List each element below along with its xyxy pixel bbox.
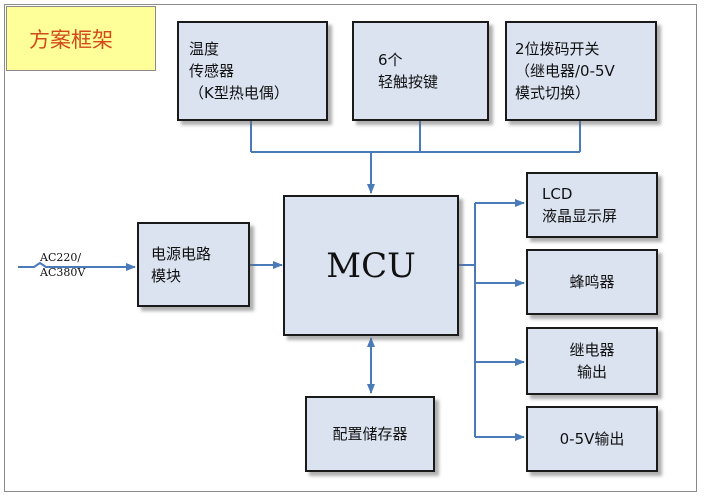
relay-output-line2: 输出 — [576, 363, 607, 381]
ac-input-line1: AC220/ — [40, 251, 82, 264]
temp-sensor-line1: 温度 — [189, 40, 220, 58]
analog-output-block: 0-5V输出 — [526, 406, 658, 472]
mcu-label: MCU — [326, 245, 416, 286]
ac-input-label: AC220/ AC380V — [40, 250, 85, 280]
lcd-block: LCD 液晶显示屏 — [526, 172, 658, 238]
dip-switch-line2: （继电器/0-5V — [515, 62, 615, 80]
config-memory-label: 配置储存器 — [332, 425, 408, 443]
ac-input-line2: AC380V — [40, 266, 86, 279]
diagram-title: 方案框架 — [6, 6, 156, 71]
power-module-block: 电源电路 模块 — [137, 222, 250, 307]
keys-line1: 6个 — [378, 51, 403, 69]
temp-sensor-line2: 传感器 — [189, 62, 235, 80]
buzzer-label: 蜂鸣器 — [569, 273, 615, 291]
diagram-frame — [4, 4, 697, 492]
analog-output-label: 0-5V输出 — [559, 430, 625, 448]
dip-switch-line3: 模式切换） — [515, 84, 591, 102]
relay-output-line1: 继电器 — [569, 341, 615, 359]
config-memory-block: 配置储存器 — [305, 396, 435, 472]
keys-block: 6个 轻触按键 — [352, 21, 489, 121]
buzzer-block: 蜂鸣器 — [526, 249, 658, 315]
wire-ac-input — [18, 261, 72, 268]
lcd-line2: 液晶显示屏 — [542, 207, 618, 225]
power-module-line2: 模块 — [151, 266, 182, 285]
power-module-line1: 电源电路 — [151, 244, 212, 263]
keys-line2: 轻触按键 — [378, 73, 439, 91]
temp-sensor-line3: （K型热电偶） — [189, 84, 289, 102]
temp-sensor-block: 温度 传感器 （K型热电偶） — [177, 21, 328, 121]
lcd-line1: LCD — [542, 185, 573, 203]
mcu-block: MCU — [283, 195, 459, 336]
relay-output-block: 继电器 输出 — [526, 327, 658, 395]
dip-switch-block: 2位拨码开关 （继电器/0-5V 模式切换） — [505, 21, 657, 121]
dip-switch-line1: 2位拨码开关 — [515, 40, 600, 58]
